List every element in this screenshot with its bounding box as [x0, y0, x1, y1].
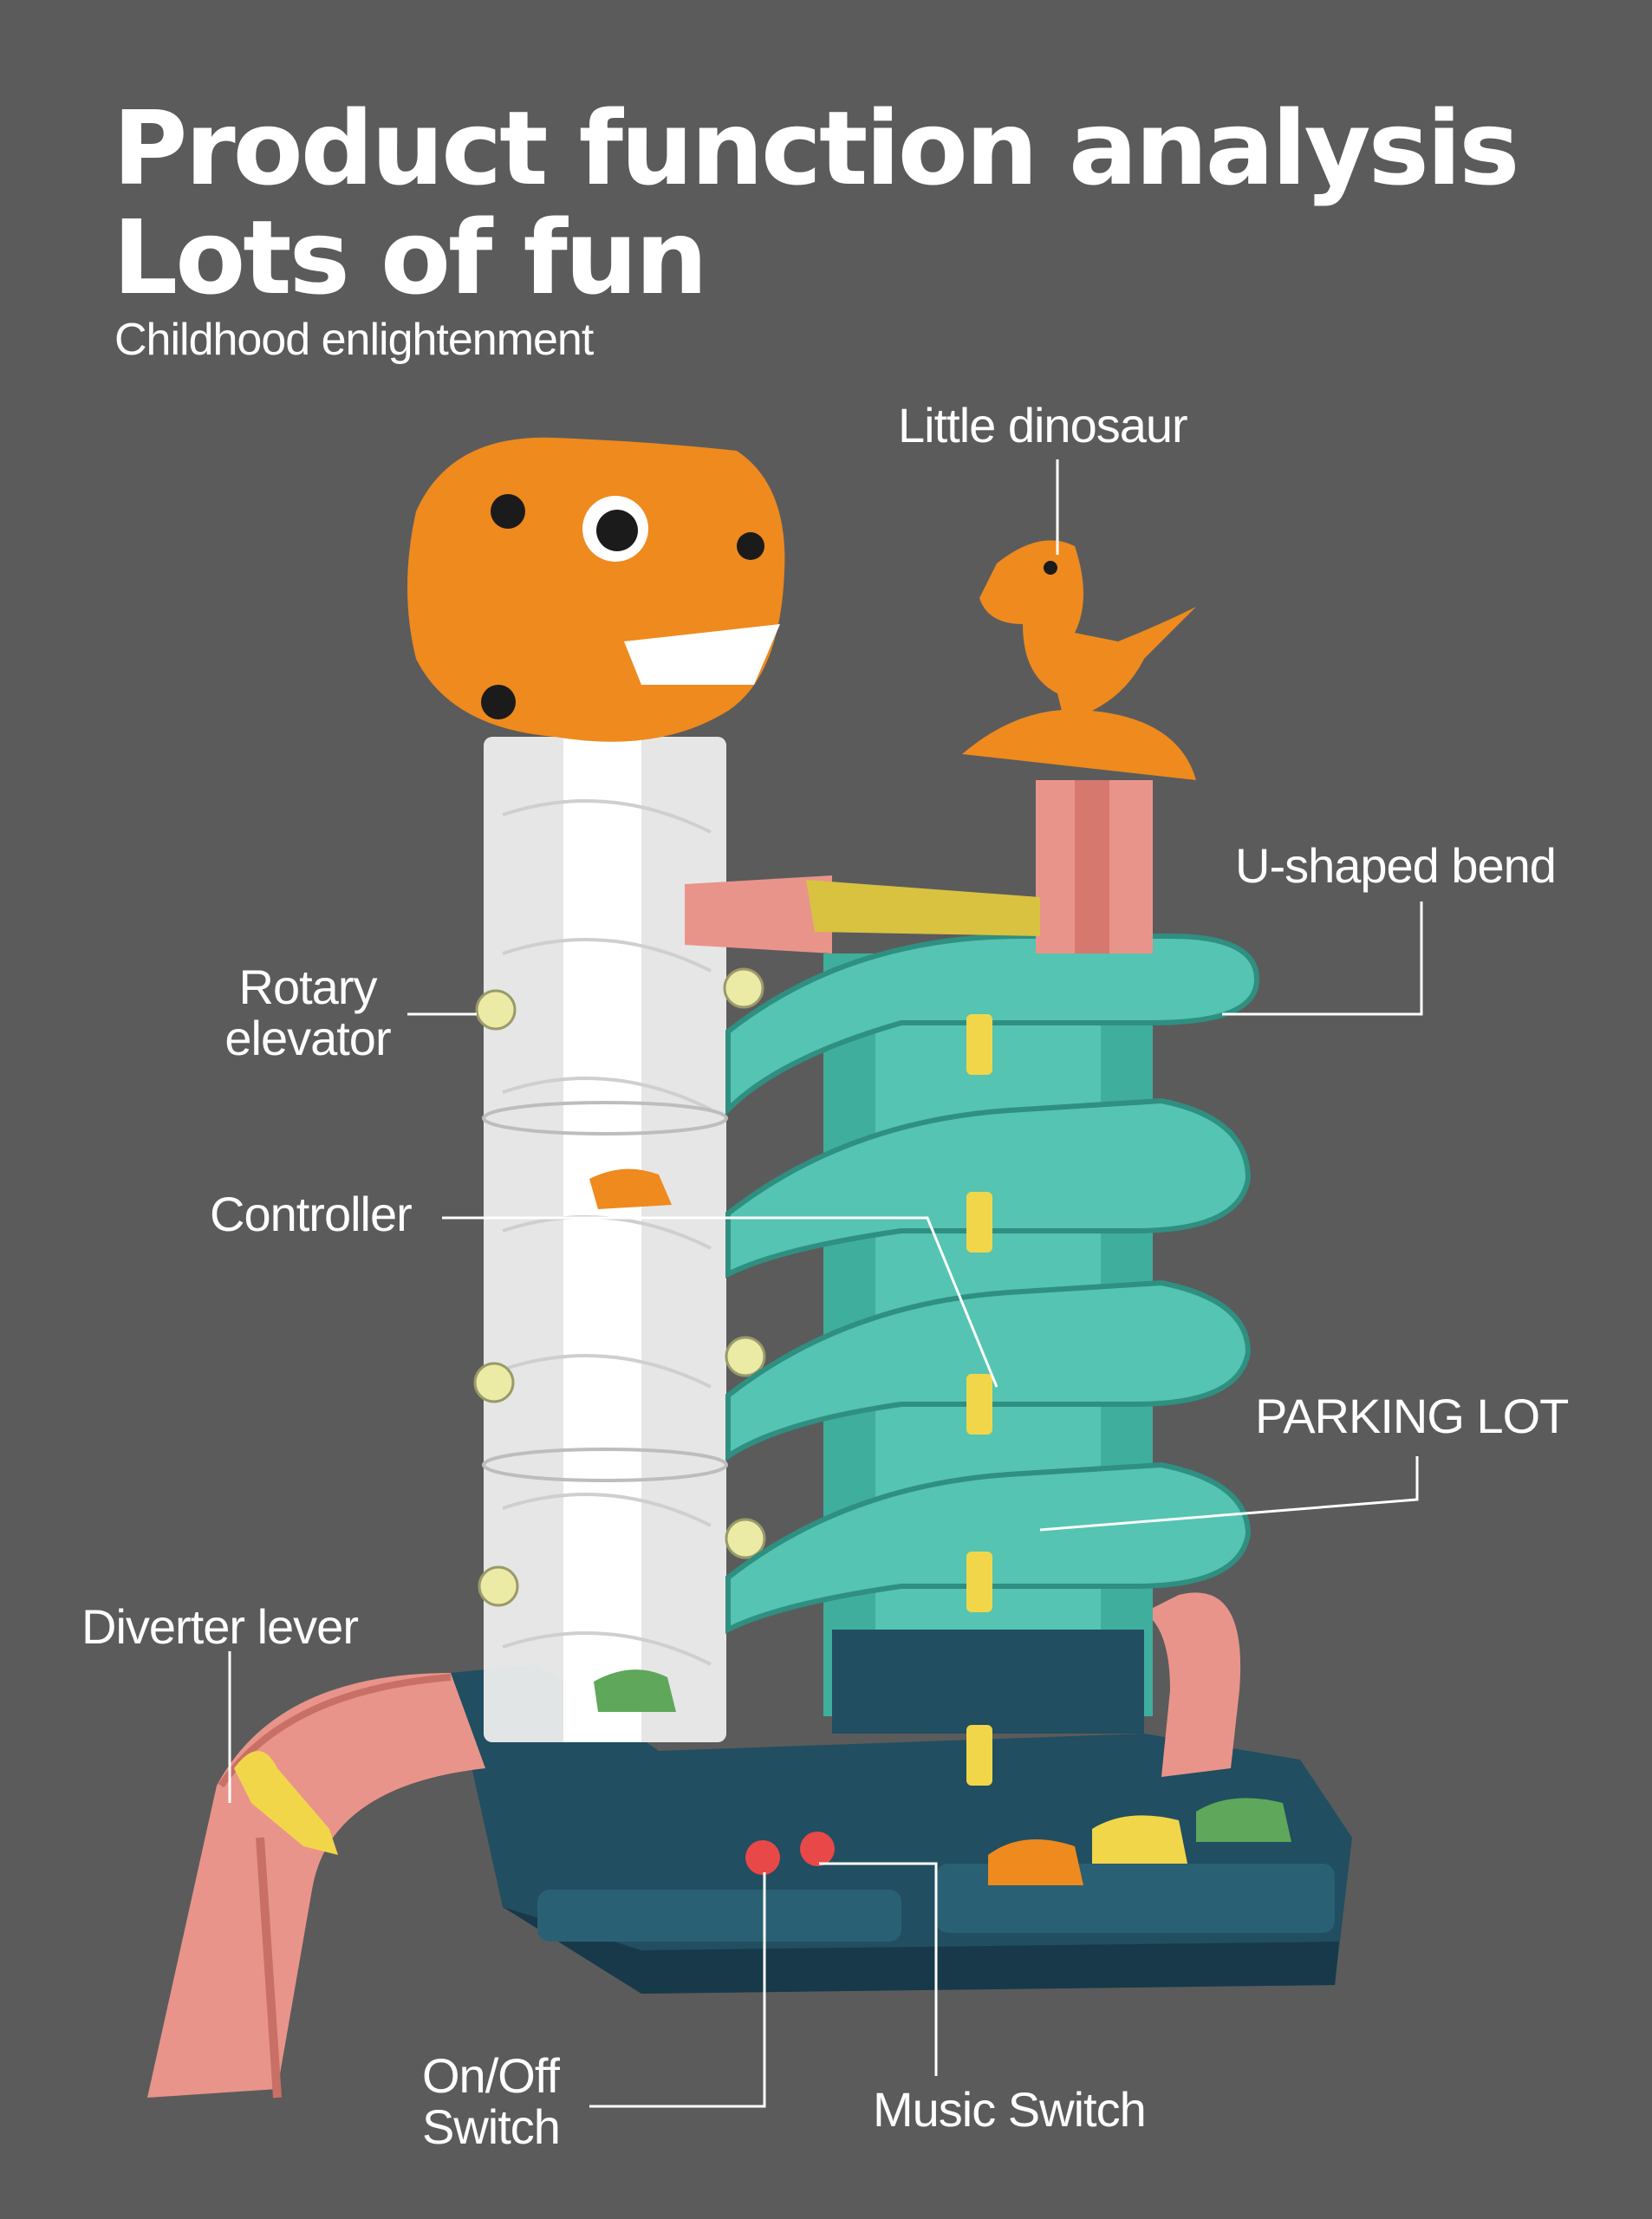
page-subtitle: Childhood enlightenment: [114, 315, 594, 365]
pink-ramp-right: [1144, 1592, 1241, 1777]
pink-ramp-left: [147, 1673, 485, 2099]
top-bridge: [685, 780, 1153, 953]
label-rotary-elevator-line2: elevator: [224, 1010, 391, 1065]
label-rotary-elevator-line1: Rotary: [238, 960, 378, 1014]
label-u-shaped-bend: U-shaped bend: [1235, 838, 1557, 893]
label-controller: Controller: [210, 1187, 413, 1241]
dinosaur-head: [407, 437, 785, 742]
label-on-off-line1: On/Off: [422, 2048, 560, 2103]
screw-brackets: [473, 967, 766, 1607]
label-on-off-switch: On/Off Switch: [422, 2048, 561, 2154]
page-title-line2: Lots of fun: [113, 198, 708, 317]
little-dinosaur-figure: [962, 540, 1196, 780]
label-diverter-lever: Diverter lever: [81, 1599, 359, 1654]
on-off-switch[interactable]: [745, 1840, 780, 1875]
green-dino-car-tube: [594, 1669, 676, 1712]
label-rotary-elevator: Rotary elevator: [212, 960, 403, 1065]
diverter-lever[interactable]: [234, 1751, 338, 1855]
label-on-off-line2: Switch: [422, 2099, 561, 2154]
label-parking-lot: PARKING LOT: [1255, 1389, 1569, 1443]
orange-dino-car-tube: [589, 1168, 672, 1209]
rotary-elevator-tube: [482, 737, 728, 1742]
callout-lines: [228, 459, 1423, 2108]
page-title-line1: Product function analysis: [113, 88, 1520, 208]
label-music-switch: Music Switch: [873, 2082, 1147, 2137]
label-little-dinosaur: Little dinosaur: [898, 398, 1188, 452]
parked-dino-cars: [988, 1798, 1291, 1885]
yellow-gates: [966, 1014, 992, 1786]
music-switch[interactable]: [800, 1832, 835, 1866]
